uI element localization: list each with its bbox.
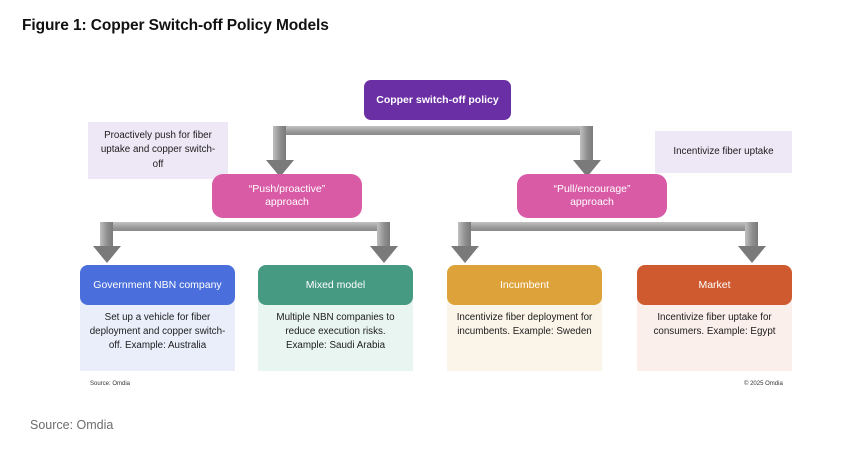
card-incumbent-header[interactable]: Incumbent	[447, 265, 602, 305]
node-pull-approach-line2: approach	[570, 196, 614, 208]
card-government-body: Set up a vehicle for fiber deployment an…	[80, 299, 235, 371]
node-push-approach-line1: “Push/proactive”	[248, 183, 326, 196]
node-copper-switch-off-policy[interactable]: Copper switch-off policy	[364, 80, 511, 120]
node-pull-approach-label: “Pull/encourage” approach	[553, 183, 630, 209]
node-push-proactive-approach[interactable]: “Push/proactive” approach	[212, 174, 362, 218]
node-pull-encourage-approach[interactable]: “Pull/encourage” approach	[517, 174, 667, 218]
node-pull-approach-line1: “Pull/encourage”	[553, 183, 631, 196]
card-market-header[interactable]: Market	[637, 265, 792, 305]
node-push-approach-line2: approach	[265, 196, 309, 208]
source-note: Source: Omdia	[30, 418, 114, 432]
card-market[interactable]: Market Incentivize fiber uptake for cons…	[637, 265, 792, 371]
card-mixed-body: Multiple NBN companies to reduce executi…	[258, 299, 413, 371]
page-title: Figure 1: Copper Switch-off Policy Model…	[22, 17, 329, 34]
card-government-nbn-company[interactable]: Government NBN company Set up a vehicle …	[80, 265, 235, 371]
node-push-approach-label: “Push/proactive” approach	[249, 183, 325, 209]
annotation-push-description: Proactively push for fiber uptake and co…	[88, 122, 228, 179]
card-government-header[interactable]: Government NBN company	[80, 265, 235, 305]
card-incumbent[interactable]: Incumbent Incentivize fiber deployment f…	[447, 265, 602, 371]
card-market-body: Incentivize fiber uptake for consumers. …	[637, 299, 792, 371]
annotation-pull-description: Incentivize fiber uptake	[655, 131, 792, 173]
inline-source-note: Source: Omdia	[90, 381, 131, 387]
copyright-note: © 2025 Omdia	[744, 381, 783, 387]
card-mixed-header[interactable]: Mixed model	[258, 265, 413, 305]
card-incumbent-body: Incentivize fiber deployment for incumbe…	[447, 299, 602, 371]
card-mixed-model[interactable]: Mixed model Multiple NBN companies to re…	[258, 265, 413, 371]
